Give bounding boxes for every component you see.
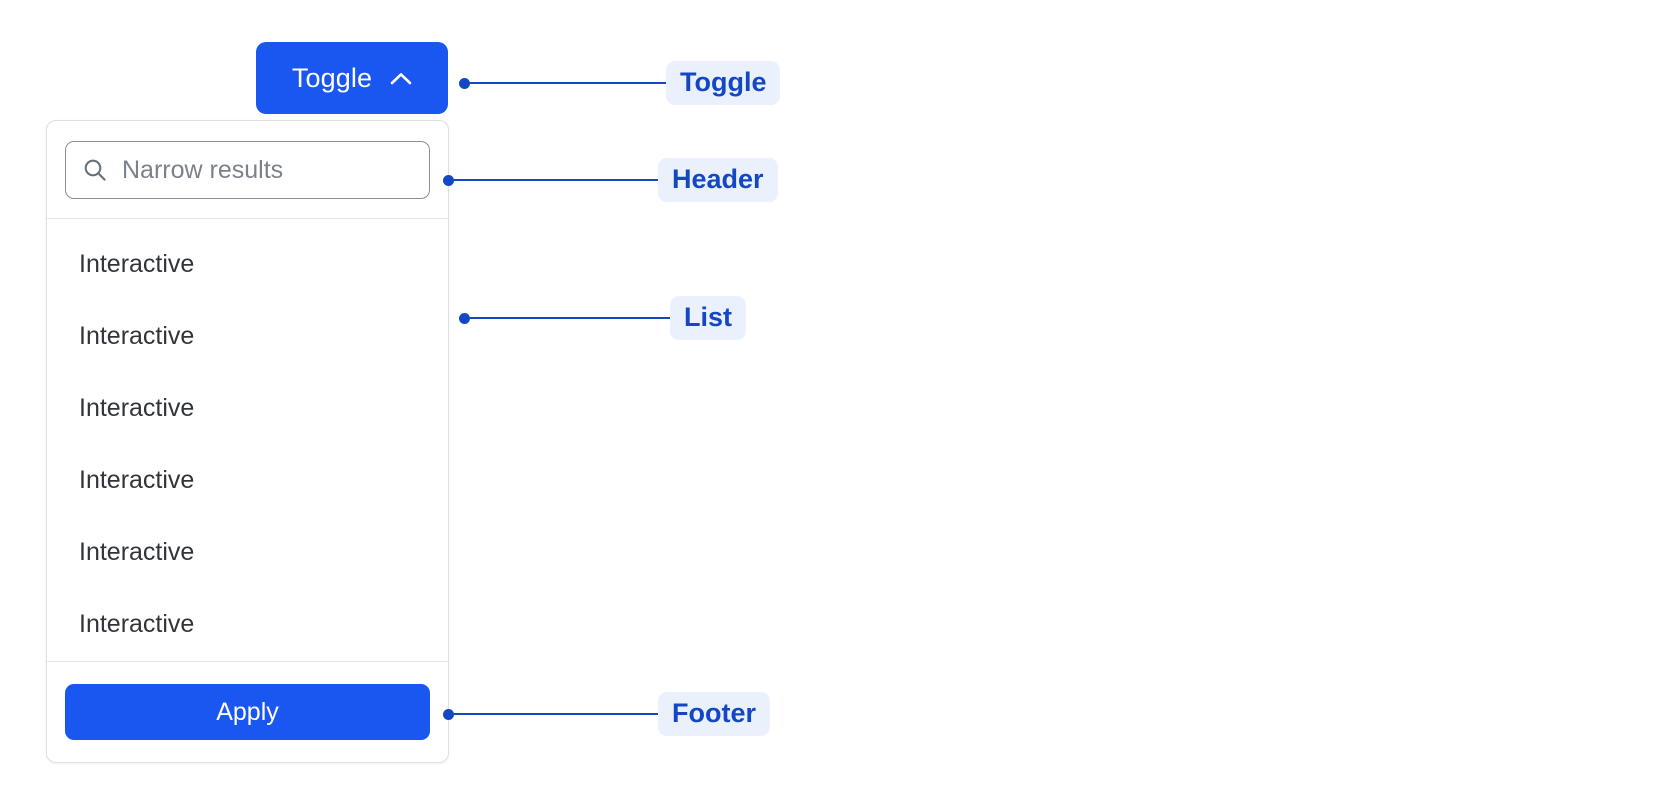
list-item-label: Interactive — [79, 321, 195, 350]
annotation-line — [454, 179, 658, 181]
search-icon — [82, 157, 108, 183]
search-input[interactable] — [122, 155, 413, 185]
list-item[interactable]: Interactive — [47, 444, 448, 516]
annotation-dot — [459, 77, 470, 89]
annotation-label: Footer — [658, 691, 770, 737]
list-item-label: Interactive — [79, 465, 195, 494]
annotation-line — [454, 713, 658, 715]
list-item[interactable]: Interactive — [47, 516, 448, 588]
toggle-button[interactable]: Toggle — [256, 42, 448, 114]
list-item[interactable]: Interactive — [47, 228, 448, 300]
apply-button[interactable]: Apply — [65, 684, 430, 740]
annotation-label: Header — [658, 157, 778, 203]
dropdown-list[interactable]: Interactive Interactive Interactive Inte… — [47, 219, 448, 661]
annotation-label: Toggle — [666, 60, 781, 106]
search-field[interactable] — [65, 141, 430, 199]
annotation-line — [470, 317, 670, 319]
annotation-dot — [443, 708, 454, 720]
annotation-dot — [443, 174, 454, 186]
list-item-label: Interactive — [79, 609, 195, 638]
annotation-line — [470, 82, 666, 84]
list-item[interactable]: Interactive — [47, 372, 448, 444]
dropdown-panel: Interactive Interactive Interactive Inte… — [46, 120, 449, 763]
list-item[interactable]: Interactive — [47, 588, 448, 660]
dropdown-header — [47, 121, 448, 219]
annotation-label: List — [670, 295, 747, 341]
dropdown-footer: Apply — [47, 661, 448, 762]
toggle-button-label: Toggle — [291, 62, 373, 93]
chevron-up-icon — [390, 72, 412, 85]
list-item-label: Interactive — [79, 249, 195, 278]
list-item-label: Interactive — [79, 393, 195, 422]
list-item[interactable]: Interactive — [47, 300, 448, 372]
annotation-dot — [459, 312, 470, 324]
list-item-label: Interactive — [79, 537, 195, 566]
